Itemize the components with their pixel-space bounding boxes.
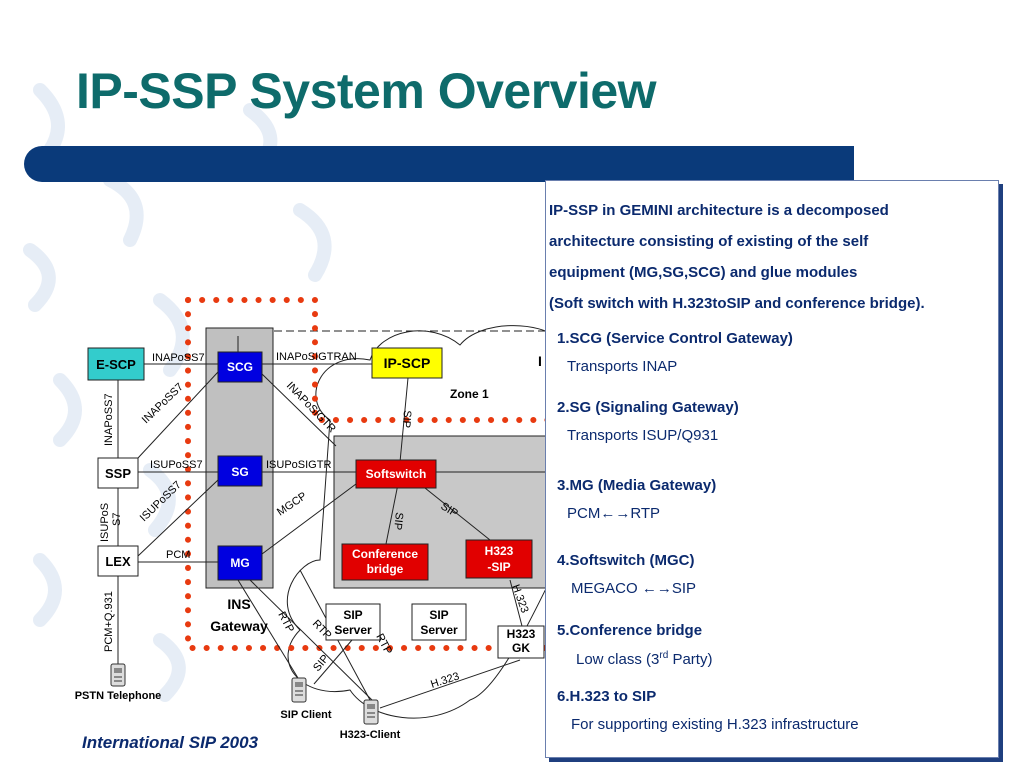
e-scp-node: E-SCP <box>87 347 145 381</box>
intro-text: IP-SSP in GEMINI architecture is a decom… <box>549 195 995 319</box>
info-item-sg: 2.SG (Signaling Gateway) Transports ISUP… <box>557 399 739 444</box>
sip-server-node-2: SIP Server <box>411 603 467 641</box>
svg-text:MG: MG <box>230 556 249 570</box>
svg-text:GK: GK <box>512 641 530 655</box>
link-label-escp-ssp: INAPoSS7 <box>103 393 115 446</box>
h323-gk-node: H323 GK <box>497 625 545 659</box>
info-item-conference: 5.Conference bridge Low class (3rd Party… <box>557 622 712 668</box>
title-banner <box>24 146 854 182</box>
sip-client-label: SIP Client <box>280 709 331 721</box>
ssp-node: SSP <box>97 457 139 489</box>
connection-lines <box>117 336 560 709</box>
h323-sip-node: H323 -SIP <box>465 539 533 579</box>
slide-title: IP-SSP System Overview <box>76 63 657 119</box>
sg-node: SG <box>217 455 263 487</box>
link-label-lex-pstn: PCM+Q.931 <box>103 591 115 652</box>
svg-text:-SIP: -SIP <box>487 560 510 574</box>
ins-gateway-label: INS <box>227 596 250 612</box>
lex-node: LEX <box>97 545 139 577</box>
item-description: Transports ISUP/Q931 <box>567 427 719 444</box>
svg-text:Softswitch: Softswitch <box>366 467 427 481</box>
h323-client-label: H323-Client <box>340 729 401 741</box>
svg-text:Conference: Conference <box>352 547 418 561</box>
item-heading: 1.SCG (Service Control Gateway) <box>557 330 793 347</box>
zone-label: Zone 1 <box>450 387 489 401</box>
scg-node: SCG <box>217 351 263 383</box>
svg-text:SIP: SIP <box>429 608 448 622</box>
pstn-telephone-icon <box>110 663 126 687</box>
link-label-lex-mg: PCM <box>166 549 190 561</box>
svg-text:IP-SCP: IP-SCP <box>384 355 431 371</box>
link-label-mg-softswitch: MGCP <box>275 490 309 518</box>
item-heading: 4.Softswitch (MGC) <box>557 552 695 569</box>
link-label-escp-scg: INAPoSS7 <box>152 352 205 364</box>
link-label-ssp-lex-1: ISUPoS <box>99 503 111 542</box>
ins-gateway-label-2: Gateway <box>210 618 268 634</box>
link-label-ssp-scg: INAPoSS7 <box>140 381 186 426</box>
svg-text:Server: Server <box>334 623 372 637</box>
item-description: For supporting existing H.323 infrastruc… <box>571 716 859 733</box>
mg-node: MG <box>217 545 263 581</box>
svg-text:bridge: bridge <box>367 562 404 576</box>
intro-line: architecture consisting of existing of t… <box>549 233 869 250</box>
link-label-lex-sg: ISUPoSS7 <box>138 479 184 524</box>
link-label-ssp-lex-2: S7 <box>111 513 123 526</box>
link-label-scg-ipscp: INAPoSIGTRAN <box>276 351 357 363</box>
intro-line: equipment (MG,SG,SCG) and glue modules <box>549 264 858 281</box>
item-heading: 3.MG (Media Gateway) <box>557 477 717 494</box>
pstn-telephone-label: PSTN Telephone <box>75 690 162 702</box>
link-label-ipscp-softswitch: SIP <box>400 410 413 429</box>
h323-client-icon <box>363 699 379 725</box>
softswitch-node: Softswitch <box>355 459 437 489</box>
info-item-softswitch: 4.Softswitch (MGC) MEGACO ←→SIP <box>557 552 696 597</box>
svg-text:SG: SG <box>231 465 248 479</box>
item-heading: 2.SG (Signaling Gateway) <box>557 399 739 416</box>
svg-text:SSP: SSP <box>105 466 131 481</box>
svg-text:Server: Server <box>420 623 458 637</box>
item-description: PCM←→RTP <box>567 505 661 522</box>
footer-text: International SIP 2003 <box>82 733 259 752</box>
link-label-softswitch-conf: SIP <box>391 512 405 531</box>
info-item-mg: 3.MG (Media Gateway) PCM←→RTP <box>557 477 716 522</box>
svg-text:H323: H323 <box>507 627 536 641</box>
svg-text:SIP: SIP <box>343 608 362 622</box>
svg-text:H323: H323 <box>485 544 514 558</box>
item-heading: 5.Conference bridge <box>557 622 703 639</box>
link-label-ssp-sg: ISUPoSS7 <box>150 459 203 471</box>
item-description: Transports INAP <box>567 358 678 375</box>
info-panel: IP-SSP in GEMINI architecture is a decom… <box>545 180 999 758</box>
conference-bridge-node: Conference bridge <box>341 543 429 581</box>
item-heading: 6.H.323 to SIP <box>557 688 657 705</box>
dotted-boundary <box>185 297 563 651</box>
partial-label: I <box>538 353 542 369</box>
intro-line: IP-SSP in GEMINI architecture is a decom… <box>549 202 889 219</box>
ip-scp-node: IP-SCP <box>371 347 443 379</box>
sip-server-node-1: SIP Server <box>325 603 381 641</box>
svg-text:E-SCP: E-SCP <box>96 357 136 372</box>
item-description: MEGACO ←→SIP <box>571 580 697 597</box>
intro-line: (Soft switch with H.323toSIP and confere… <box>549 295 925 312</box>
item-description: Low class (3rd Party) <box>576 650 713 668</box>
info-item-scg: 1.SCG (Service Control Gateway) Transpor… <box>557 330 793 375</box>
link-label-sg-softswitch: ISUPoSIGTR <box>266 459 331 471</box>
sip-client-icon <box>291 677 307 703</box>
svg-text:SCG: SCG <box>227 360 253 374</box>
svg-text:LEX: LEX <box>105 554 131 569</box>
info-item-h323: 6.H.323 to SIP For supporting existing H… <box>557 688 859 733</box>
